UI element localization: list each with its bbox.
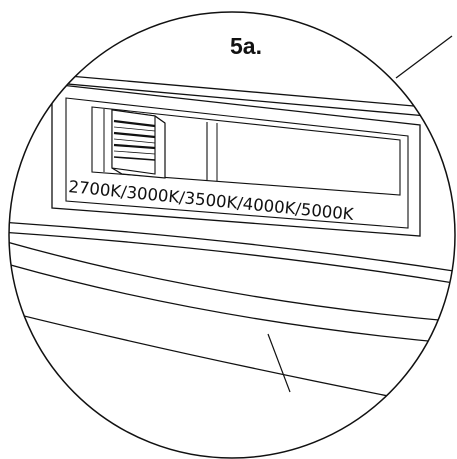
switch-slot bbox=[91, 106, 401, 196]
magnifier-circle bbox=[8, 11, 456, 459]
diffuser-curve-3 bbox=[9, 309, 455, 411]
housing-top-edge-inner bbox=[9, 77, 455, 120]
step-label: 5a. bbox=[230, 33, 262, 59]
diffuser-edge-2 bbox=[9, 231, 455, 285]
diffuser-seam bbox=[267, 333, 291, 393]
switch-window-inner bbox=[65, 97, 409, 229]
switch-window-outer bbox=[51, 83, 421, 237]
cct-slide-switch-icon bbox=[111, 109, 166, 179]
diffuser-curve-2 bbox=[9, 261, 455, 345]
diffuser-edge-1 bbox=[9, 221, 455, 273]
callout-leader-line bbox=[395, 35, 453, 79]
magnified-detail: 2700K/3000K/3500K/4000K/5000K bbox=[9, 69, 455, 411]
housing-top-edge bbox=[9, 69, 455, 111]
diffuser-curve-1 bbox=[9, 239, 455, 323]
cct-scale-label: 2700K/3000K/3500K/4000K/5000K bbox=[68, 177, 356, 224]
